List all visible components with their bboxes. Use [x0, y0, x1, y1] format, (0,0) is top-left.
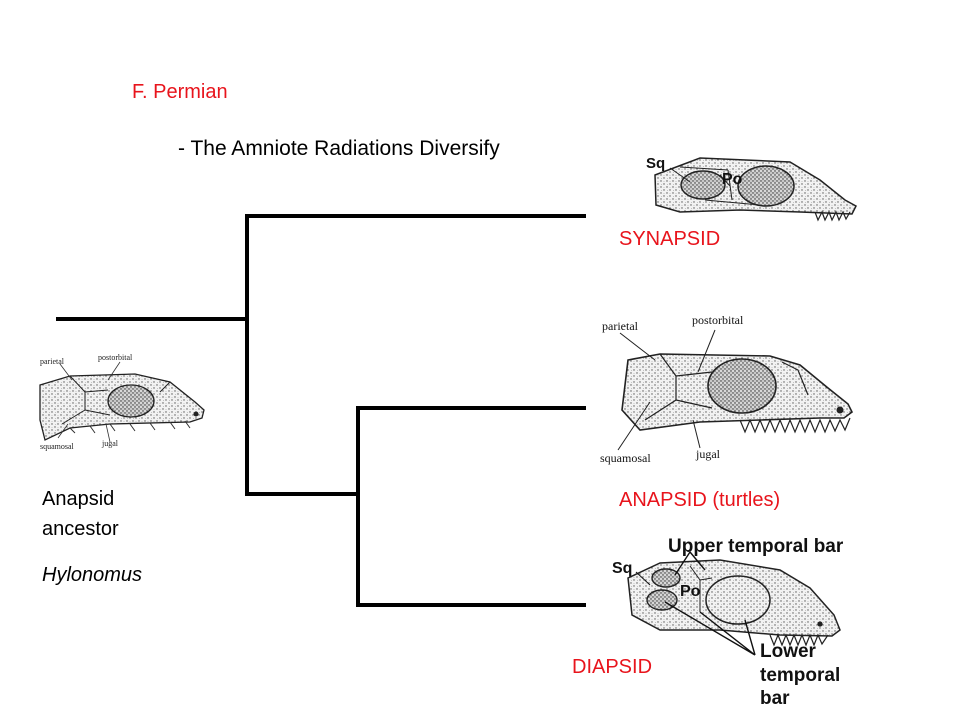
- anapsid-label: ANAPSID (turtles): [619, 489, 781, 511]
- diapsid-po-label: Po: [680, 583, 701, 600]
- anapsid-orbit: [707, 358, 777, 414]
- ancestor-genus: Hylonomus: [42, 564, 143, 586]
- synapsid-sq-label: Sq: [646, 155, 665, 172]
- slide-title: F. Permian: [132, 81, 228, 103]
- anapsid-jugal-label: jugal: [695, 447, 721, 461]
- synapsid-label: SYNAPSID: [619, 228, 721, 250]
- ancestor-parietal-label: parietal: [40, 357, 65, 366]
- diapsid-sq-label: Sq: [612, 560, 632, 577]
- cladogram-tree: [56, 214, 586, 607]
- diapsid-skull: Upper temporal bar Sq Po Lower temporal …: [612, 536, 844, 709]
- ancestor-squamosal-label: squamosal: [40, 442, 75, 451]
- anapsid-skull: parietal postorbital squamosal jugal: [600, 313, 854, 465]
- anapsid-postorbital-label: postorbital: [692, 313, 744, 327]
- anapsid-parietal-label: parietal: [602, 319, 639, 333]
- synapsid-orbit: [737, 165, 795, 207]
- synapsid-skull: Sq Po: [646, 155, 857, 222]
- anapsid-squamosal-label: squamosal: [600, 451, 651, 465]
- ancestor-skull: parietal postorbital squamosal jugal: [39, 353, 205, 451]
- diapsid-upper-bar-label: Upper temporal bar: [668, 536, 844, 557]
- synapsid-temporal-opening: [680, 170, 726, 200]
- diapsid-lower-bar-line3: bar: [760, 688, 790, 709]
- diapsid-orbit: [705, 575, 771, 625]
- diapsid-label: DIAPSID: [572, 656, 653, 678]
- diapsid-lower-bar-line2: temporal: [760, 665, 840, 686]
- ancestor-label-line1: Anapsid: [42, 488, 115, 510]
- ancestor-orbit: [107, 384, 155, 418]
- diapsid-upper-opening: [651, 568, 681, 588]
- synapsid-po-label: Po: [722, 171, 743, 188]
- slide-subtitle: - The Amniote Radiations Diversify: [178, 137, 500, 160]
- ancestor-label-line2: ancestor: [42, 518, 119, 540]
- ancestor-jugal-label: jugal: [101, 439, 119, 448]
- diapsid-lower-bar-line1: Lower: [760, 641, 817, 662]
- ancestor-postorbital-label: postorbital: [98, 353, 133, 362]
